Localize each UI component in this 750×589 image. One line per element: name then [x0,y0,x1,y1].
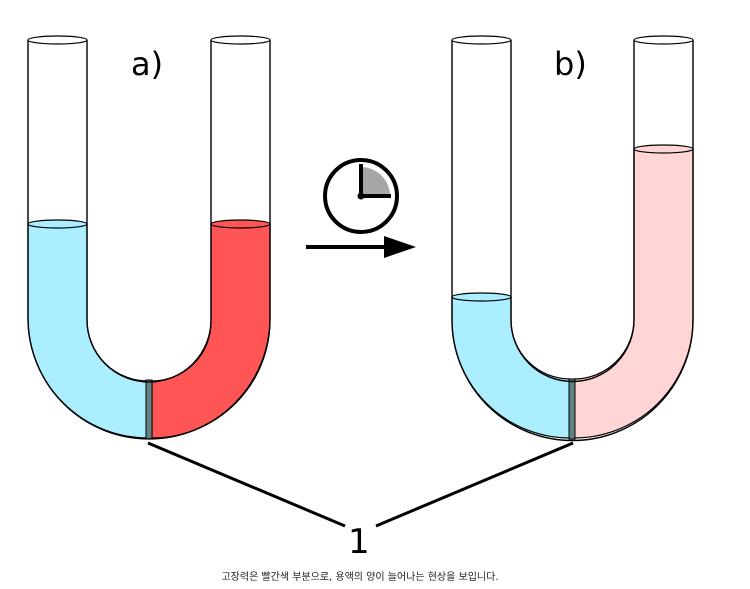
panel-label-b: b) [554,45,587,83]
pointer-line-b [375,441,574,528]
surface-right-b [633,144,694,154]
caption: 고장력은 빨간색 부분으로, 용액의 양이 늘어나는 현상을 보입니다. [221,572,499,583]
membrane-b [568,378,576,440]
u-tube-b [451,35,694,442]
surface-left-a [27,219,88,229]
arrow-right-icon [306,236,416,258]
membrane-a [145,379,153,440]
surface-right-a [210,219,271,229]
tube-top-left-a [27,35,88,45]
clock-icon [323,158,399,234]
u-tube-a [27,35,271,440]
tube-top-right-a [210,35,271,45]
panel-label-a: a) [131,45,163,83]
tube-top-right-b [633,35,694,45]
tube-top-left-b [451,35,512,45]
pointer-line-a [147,441,346,528]
membrane-number-label: 1 [348,522,370,562]
tube-outline-b [451,40,694,442]
surface-left-b [451,292,512,302]
tube-outline-a [27,40,271,440]
